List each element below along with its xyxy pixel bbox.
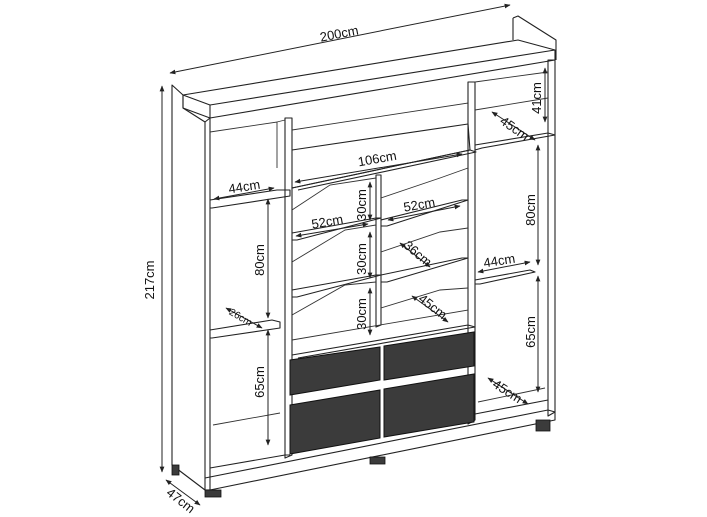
label-depth: 47cm xyxy=(164,485,198,516)
label-total-width: 200cm xyxy=(319,22,360,44)
label-left-shelf-width: 44cm xyxy=(227,177,261,197)
label-left-lower-height: 65cm xyxy=(252,366,267,398)
drawer-top-right xyxy=(383,331,475,381)
drawer-bank xyxy=(289,331,475,455)
foot-front-right xyxy=(535,419,551,432)
foot-front-left xyxy=(204,489,222,498)
label-right-shelf-width: 44cm xyxy=(482,251,516,271)
label-right-bottom-depth: 45cm xyxy=(490,376,525,406)
drawer-bottom-right xyxy=(383,373,475,438)
label-center-shelf-left: 52cm xyxy=(310,211,344,231)
label-total-height: 217cm xyxy=(142,260,157,299)
label-top-right-height: 41cm xyxy=(529,82,544,114)
drawer-top-left xyxy=(289,346,381,396)
label-center-width: 106cm xyxy=(357,148,398,170)
label-center-gap-3: 30cm xyxy=(354,298,369,330)
feet xyxy=(171,419,551,498)
cabinet-body xyxy=(171,15,557,491)
label-center-gap-1: 30cm xyxy=(354,189,369,221)
label-center-depth-2: 45cm xyxy=(416,291,450,322)
dimension-lines xyxy=(159,3,548,506)
label-center-gap-2: 30cm xyxy=(354,243,369,275)
drawer-bottom-left xyxy=(289,389,381,455)
label-right-upper-height: 80cm xyxy=(523,194,538,226)
foot-back-left xyxy=(171,464,180,476)
label-right-lower-height: 65cm xyxy=(523,316,538,348)
label-left-upper-height: 80cm xyxy=(252,244,267,276)
label-center-shelf-right: 52cm xyxy=(402,194,436,214)
foot-front-center xyxy=(369,456,386,465)
